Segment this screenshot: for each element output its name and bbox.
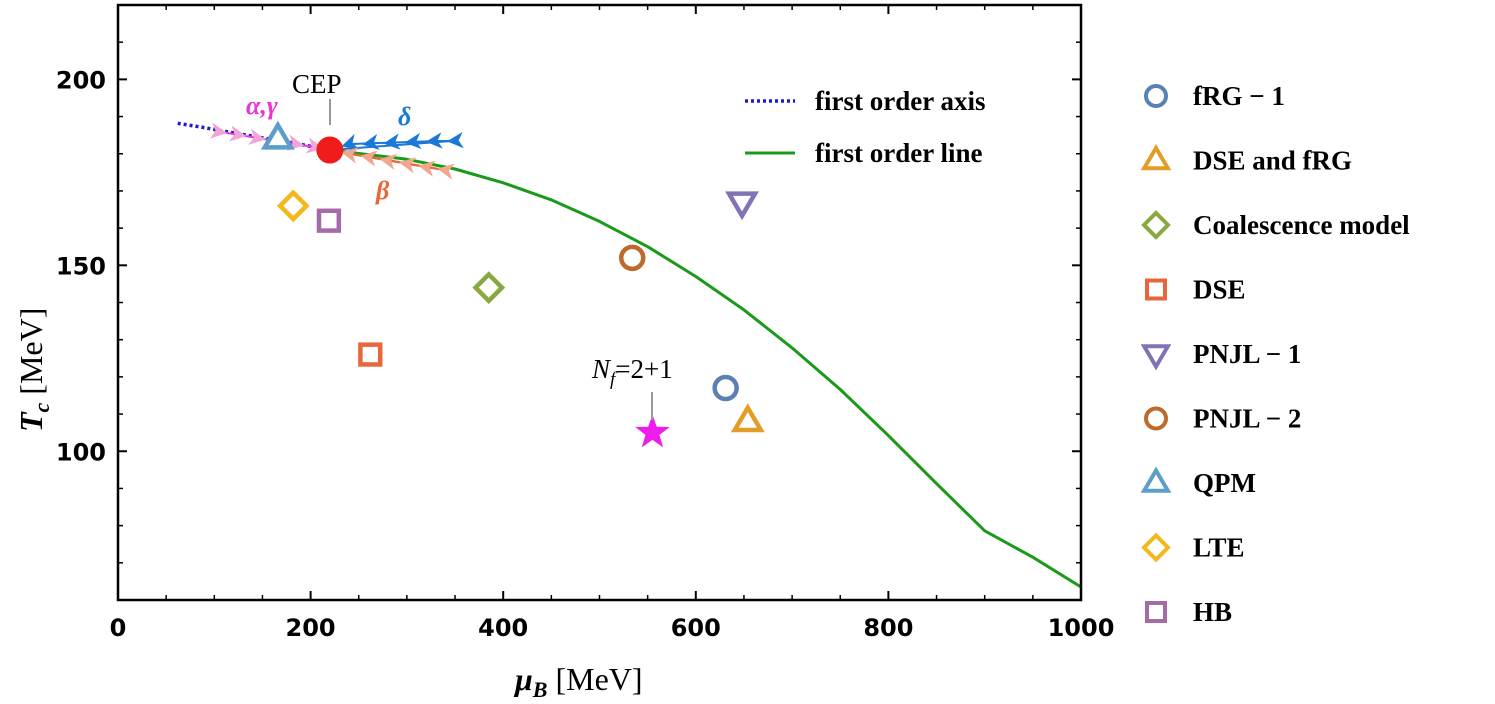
data-point-circle bbox=[712, 374, 739, 402]
x-tick-label: 800 bbox=[863, 614, 913, 642]
arrow-head bbox=[209, 122, 228, 139]
legend-marker-circle bbox=[1144, 84, 1168, 108]
arrow-head bbox=[379, 153, 398, 170]
legend-label: HB bbox=[1193, 597, 1232, 627]
delta-label: δ bbox=[398, 102, 411, 131]
legend-marker-square bbox=[1145, 278, 1167, 301]
arrow-head bbox=[383, 133, 401, 150]
markers-layer bbox=[260, 120, 765, 448]
x-axis-title: μB [MeV] bbox=[513, 661, 643, 702]
nf-star-point bbox=[635, 414, 670, 448]
plot-frame bbox=[116, 3, 1083, 602]
y-axis-unit: [MeV] bbox=[13, 308, 49, 403]
x-tick-label: 400 bbox=[478, 614, 528, 642]
legend-label: DSE and fRG bbox=[1193, 146, 1352, 176]
legend-label: fRG − 1 bbox=[1193, 81, 1285, 111]
arrow-head bbox=[341, 147, 359, 164]
data-point-circle bbox=[618, 244, 646, 272]
arrow-head bbox=[437, 163, 455, 180]
data-point-square bbox=[358, 342, 383, 367]
legend-label: LTE bbox=[1193, 533, 1245, 563]
y-axis-symbol: T bbox=[13, 411, 49, 432]
x-tick-label: 600 bbox=[671, 614, 721, 642]
arrow-head bbox=[446, 131, 464, 149]
cep-point bbox=[316, 136, 344, 164]
arrow-head bbox=[418, 160, 436, 177]
nf-label-base: N bbox=[591, 354, 612, 384]
inner-legend-label-line: first order line bbox=[815, 138, 982, 168]
nf-label-rest: =2+1 bbox=[615, 354, 672, 384]
alpha-gamma-label: α,γ bbox=[246, 91, 278, 120]
arrow-head bbox=[398, 157, 417, 174]
data-point-diamond bbox=[472, 271, 506, 305]
legend-label: Coalescence model bbox=[1193, 210, 1410, 240]
legend-marker-triangle-up bbox=[1140, 466, 1172, 493]
arrow-head bbox=[360, 150, 378, 167]
legend-marker-square bbox=[1145, 601, 1167, 623]
data-point-triangle-up bbox=[260, 120, 295, 150]
data-point-diamond bbox=[276, 189, 310, 223]
data-point-triangle-down bbox=[725, 191, 760, 221]
data-point-square bbox=[316, 208, 342, 233]
x-tick-label: 1000 bbox=[1048, 614, 1115, 642]
beta-label: β bbox=[375, 176, 390, 205]
nf-label: Nf=2+1 bbox=[591, 354, 673, 390]
y-tick-label: 200 bbox=[56, 66, 106, 94]
legend-label: PNJL − 1 bbox=[1193, 339, 1301, 369]
y-tick-label: 150 bbox=[56, 252, 106, 280]
legend-marker-triangle-up bbox=[1140, 144, 1172, 171]
x-axis-unit: [MeV] bbox=[547, 661, 642, 697]
arrow-head bbox=[228, 125, 247, 142]
legend-marker-diamond bbox=[1141, 532, 1171, 563]
inner-legend: first order axis first order line bbox=[745, 86, 985, 168]
legend-marker-triangle-down bbox=[1140, 344, 1172, 371]
data-point-triangle-up bbox=[730, 403, 765, 433]
x-tick-label: 200 bbox=[286, 614, 336, 642]
arrow-head bbox=[425, 132, 443, 149]
x-axis-symbol: μ bbox=[513, 661, 533, 697]
ticks-layer: 0 200 400 600 800 1000 100 150 200 bbox=[56, 4, 1115, 642]
x-tick-label: 0 bbox=[110, 614, 127, 642]
first-order-line-curve bbox=[329, 148, 1082, 589]
x-axis-subscript: B bbox=[532, 677, 548, 702]
arrow-head bbox=[362, 133, 380, 151]
cep-label: CEP bbox=[292, 69, 342, 99]
arrow-head bbox=[341, 133, 360, 150]
arrow-head bbox=[404, 132, 422, 150]
legend-label: QPM bbox=[1193, 468, 1256, 498]
y-tick-label: 100 bbox=[56, 438, 106, 466]
nf-label-sub: f bbox=[610, 369, 618, 390]
inner-legend-label-axis: first order axis bbox=[815, 86, 985, 116]
y-axis-title: Tc [MeV] bbox=[13, 308, 54, 432]
legend-marker-circle bbox=[1144, 406, 1168, 431]
arrow-head bbox=[248, 128, 266, 145]
legend-marker-diamond bbox=[1141, 210, 1171, 240]
legend-label: PNJL − 2 bbox=[1193, 404, 1301, 434]
y-axis-subscript: c bbox=[29, 402, 54, 412]
legend-label: DSE bbox=[1193, 275, 1246, 305]
